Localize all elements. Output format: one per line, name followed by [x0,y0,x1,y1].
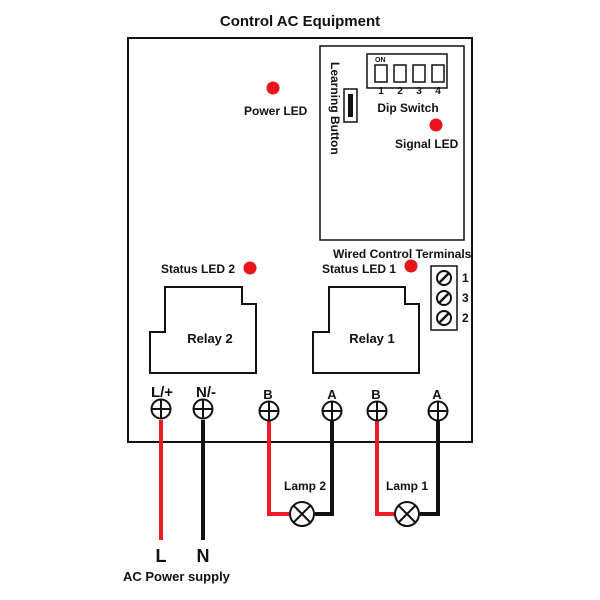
terminal-label: B [371,387,380,402]
status-led-1-label: Status LED 1 [322,262,396,276]
terminal-screw-icon[interactable] [258,400,280,422]
wire-lamp-2-return [315,420,334,516]
dip-switch-label: Dip Switch [377,101,438,115]
dip-switch-number: 2 [397,86,403,97]
lamp-1-icon [394,501,420,527]
terminal-number: 2 [462,311,469,325]
wire-lamp-1-feed [375,420,394,516]
terminal-label: A [327,387,337,402]
wired-control-terminal-screw[interactable] [436,290,452,306]
power-led-icon [266,81,280,95]
terminal-label: N/- [196,384,216,401]
terminal-label: B [263,387,272,402]
terminal-number: 1 [462,271,469,285]
power-led-label: Power LED [244,104,308,118]
relay-2-label: Relay 2 [187,331,233,346]
controller-enclosure [127,37,473,443]
relay-1-label: Relay 1 [349,331,395,346]
dip-switch-number: 1 [378,86,384,97]
dip-switch-on-label: ON [375,57,386,64]
dip-switch-housing [366,53,448,89]
learning-button-label: Learning Button [328,62,342,155]
receiver-module [319,45,465,241]
wired-control-terminal-screw[interactable] [436,310,452,326]
signal-led-icon [429,118,443,132]
terminal-label: A [432,387,442,402]
wired-control-terminal-block [430,265,458,331]
line-label: L [156,546,167,566]
dip-switch[interactable]: ON 1 2 3 4 [366,53,448,97]
lamp-2-icon [289,501,315,527]
terminal-screw-icon[interactable] [427,400,449,422]
dip-switch-number: 3 [416,86,422,97]
diagram-title: Control AC Equipment [220,13,380,30]
dip-switch-toggle[interactable] [393,64,407,83]
lamp-1-label: Lamp 1 [386,479,428,493]
terminal-label: L/+ [151,384,173,401]
terminal-screw-icon[interactable] [321,400,343,422]
wired-control-terminal-screw[interactable] [436,270,452,286]
status-led-1-icon [404,259,418,273]
wire-lamp-1-return [420,420,440,516]
wire-lamp-2-feed [267,420,289,516]
dip-switch-toggle[interactable] [431,64,445,83]
terminal-screw-icon[interactable] [150,398,172,420]
relay-1-body [312,286,420,374]
status-led-2-icon [243,261,257,275]
wired-control-terminals-label: Wired Control Terminals [333,247,472,261]
status-led-2-label: Status LED 2 [161,262,235,276]
lamp-2-label: Lamp 2 [284,479,326,493]
learning-button-key[interactable] [348,94,353,117]
dip-switch-toggle[interactable] [412,64,426,83]
dip-switch-toggle[interactable] [374,64,388,83]
signal-led-label: Signal LED [395,137,459,151]
dip-switch-number: 4 [435,86,441,97]
ac-power-supply-label: AC Power supply [123,569,231,584]
relay-2-body [149,286,257,374]
neutral-label: N [197,546,210,566]
terminal-screw-icon[interactable] [192,398,214,420]
terminal-screw-icon[interactable] [366,400,388,422]
learning-button[interactable] [343,88,358,123]
terminal-number: 3 [462,291,469,305]
